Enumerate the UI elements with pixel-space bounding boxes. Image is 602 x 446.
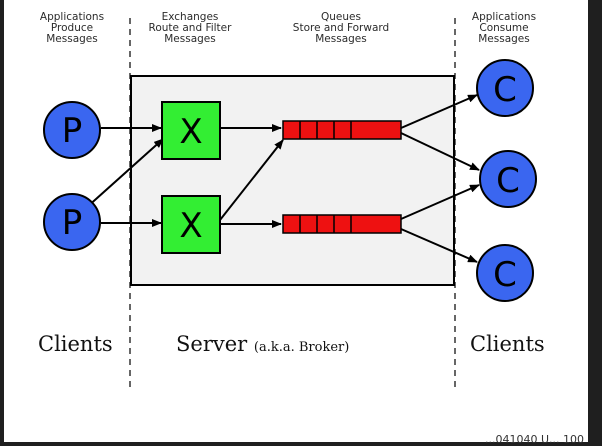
producer-node-2: P [43,193,101,251]
header-exchanges-line1: Exchanges [161,11,219,23]
label-clients-left-text: Clients [38,332,113,356]
header-producers-line1: Applications [39,11,105,23]
arrow-q2-c3 [400,228,478,263]
consumer-label-3: C [493,255,517,295]
producer-label-1: P [62,111,83,151]
consumer-label-1: C [493,70,517,110]
exchange-label-2: X [179,206,202,246]
exchange-node-2: X [161,195,221,254]
header-consumers-line2: Consume [479,22,529,34]
consumer-node-1: C [476,59,534,117]
header-queues-line2: Store and Forward [292,22,390,34]
header-queues: Queues Store and Forward Messages [276,12,406,45]
header-producers: Applications Produce Messages [7,12,137,45]
header-producers-line3: Messages [46,33,98,45]
arrow-p2-x1 [85,138,164,209]
producer-node-1: P [43,101,101,159]
arrow-q1-c1 [400,94,478,129]
consumer-label-2: C [496,161,520,201]
exchange-node-1: X [161,101,221,160]
label-clients-right: Clients [470,332,545,356]
producer-label-2: P [62,203,83,243]
label-server-text: Server [176,332,248,356]
header-queues-line3: Messages [315,33,367,45]
consumer-node-3: C [476,244,534,302]
consumer-node-2: C [479,150,537,208]
header-producers-line2: Produce [50,22,94,34]
header-queues-line1: Queues [321,11,361,23]
header-exchanges-line3: Messages [164,33,216,45]
header-consumers-line3: Messages [478,33,530,45]
exchange-label-1: X [179,112,202,152]
arrow-x2-q1 [219,139,284,221]
header-exchanges-line2: Route and Filter [148,22,232,34]
label-server-note: (a.k.a. Broker) [253,340,350,355]
arrow-q2-c2 [400,184,480,220]
arrow-q1-c2 [400,132,480,171]
label-server: Server (a.k.a. Broker) [176,332,349,356]
header-exchanges: Exchanges Route and Filter Messages [125,12,255,45]
queue-node-1 [282,120,402,140]
label-clients-left: Clients [38,332,113,356]
label-clients-right-text: Clients [470,332,545,356]
footer-text: ...041040 U... 100 [484,433,584,446]
header-consumers: Applications Consume Messages [439,12,569,45]
header-consumers-line1: Applications [471,11,537,23]
queue-node-2 [282,214,402,234]
